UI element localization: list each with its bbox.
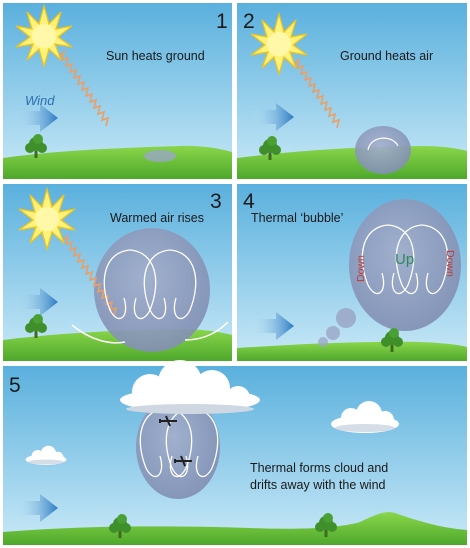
panel-caption: Warmed air rises <box>110 211 204 225</box>
thermal-column <box>136 395 220 499</box>
panel-5: 5 Thermal forms cloud and drifts away wi… <box>3 360 467 545</box>
down-label-right: Down <box>444 250 456 277</box>
trailing-air-puff <box>318 337 328 347</box>
air-swirl <box>367 137 399 151</box>
cumulus-cloud <box>120 360 260 414</box>
panel-number: 5 <box>9 374 21 397</box>
panel-number: 3 <box>210 190 222 213</box>
panel-number: 2 <box>243 10 255 33</box>
wind-label: Wind <box>25 93 55 108</box>
panel-caption-line2: drifts away with the wind <box>250 478 386 492</box>
panel-caption-line1: Thermal forms cloud and <box>250 461 388 475</box>
panel-caption: Ground heats air <box>340 49 433 63</box>
trailing-air-puff <box>336 308 356 328</box>
panel-4: 4 Thermal ‘bubble’ Up Down Down <box>237 184 467 361</box>
panel-4-ground <box>237 341 467 361</box>
panel-number: 1 <box>216 10 228 33</box>
down-label-left: Down <box>355 255 367 282</box>
panel-1: 1 Sun heats ground Wind <box>3 3 232 179</box>
trailing-air-puff <box>326 326 340 340</box>
sun-rays <box>294 57 341 129</box>
panel-3: 3 Warmed air rises <box>3 184 232 361</box>
thermal-bubble <box>349 199 461 331</box>
inflow-arrow-left <box>71 324 126 344</box>
panel-caption: Thermal ‘bubble’ <box>251 211 343 225</box>
panel-2: 2 Ground heats air <box>237 3 467 179</box>
inflow-arrow-right <box>184 321 229 341</box>
rising-warm-air <box>94 228 210 352</box>
panel-caption: Sun heats ground <box>106 49 205 63</box>
up-label: Up <box>395 251 414 268</box>
warm-air-bubble <box>355 126 411 174</box>
panel-number: 4 <box>243 190 255 213</box>
warm-ground-spot <box>144 150 176 162</box>
sun-rays <box>59 49 110 127</box>
